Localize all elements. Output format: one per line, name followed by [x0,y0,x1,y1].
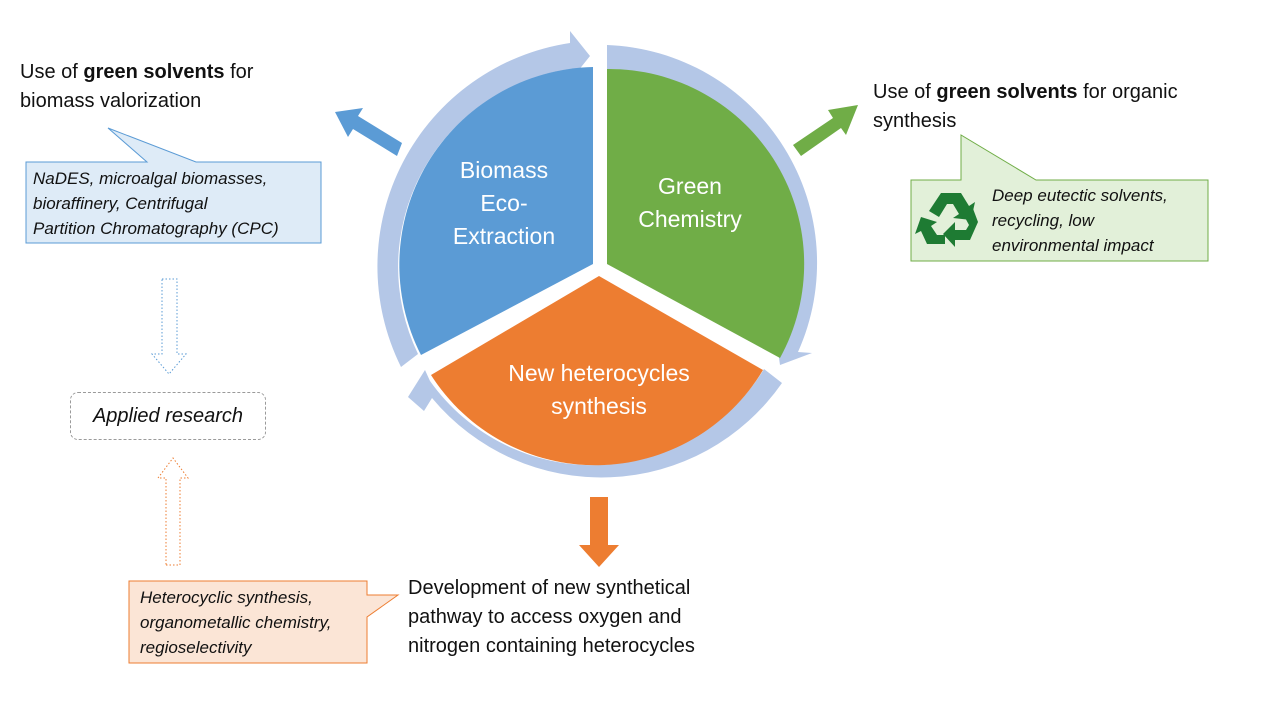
arrow-down-orange [579,497,619,567]
ring-arrow-bottom [408,369,782,478]
biomass-label-3: Extraction [453,223,555,249]
segment-biomass[interactable] [399,67,593,355]
segment-heterocycles[interactable] [431,276,763,466]
orange-callout-box [128,580,400,664]
right-note-prefix: Use of [873,81,937,103]
orange-callout-text: Heterocyclic synthesis, organometallic c… [140,585,331,660]
blue-callout-line3: Partition Chromatography (CPC) [33,219,279,238]
green-callout-box [910,134,1209,262]
green-callout-line1: Deep eutectic solvents, [992,186,1168,205]
blue-callout-text: NaDES, microalgal biomasses, bioraffiner… [33,166,279,241]
blue-callout-line2: bioraffinery, Centrifugal [33,194,208,213]
bottom-note-line2: pathway to access oxygen and [408,606,682,628]
cycle-ring [377,31,818,478]
biomass-label-1: Biomass [460,157,548,183]
right-note-bold: green solvents [936,81,1078,103]
left-note-prefix: Use of [20,61,84,83]
green-label-2: Chemistry [638,206,742,232]
ring-arrow-left [377,31,590,367]
hetero-label-2: synthesis [551,393,647,419]
arrow-up-left-blue [335,108,402,156]
recycle-icon [915,193,978,247]
left-note-bold: green solvents [83,61,225,83]
orange-callout-line3: regioselectivity [140,638,252,657]
green-label-1: Green [658,173,722,199]
right-note-line2: synthesis [873,110,957,132]
green-callout-text: Deep eutectic solvents, recycling, low e… [992,183,1168,258]
left-note-line2: biomass valorization [20,90,202,112]
segment-green-chemistry[interactable] [607,68,805,359]
green-callout-line3: environmental impact [992,236,1154,255]
applied-down-arrow [150,278,188,375]
applied-research-label: Applied research [92,404,244,427]
applied-research-box: Applied research [70,392,266,440]
ring-arrow-right [607,45,818,365]
right-note-suffix: for organic [1077,81,1178,103]
bottom-note: Development of new synthetical pathway t… [408,574,695,661]
left-note-suffix: for [224,61,254,83]
applied-up-arrow [157,457,189,566]
green-callout-line2: recycling, low [992,211,1095,230]
right-note: Use of green solvents for organic synthe… [873,78,1178,136]
orange-callout-line2: organometallic chemistry, [140,613,332,632]
blue-callout-line1: NaDES, microalgal biomasses, [33,169,268,188]
blue-callout-box [25,127,322,244]
biomass-label-2: Eco- [480,190,527,216]
bottom-note-line3: nitrogen containing heterocycles [408,635,695,657]
arrow-up-right-green [793,105,858,156]
hetero-label-1: New heterocycles [508,360,690,386]
orange-callout-line1: Heterocyclic synthesis, [140,588,313,607]
bottom-note-line1: Development of new synthetical [408,577,691,599]
left-note: Use of green solvents for biomass valori… [20,58,253,116]
